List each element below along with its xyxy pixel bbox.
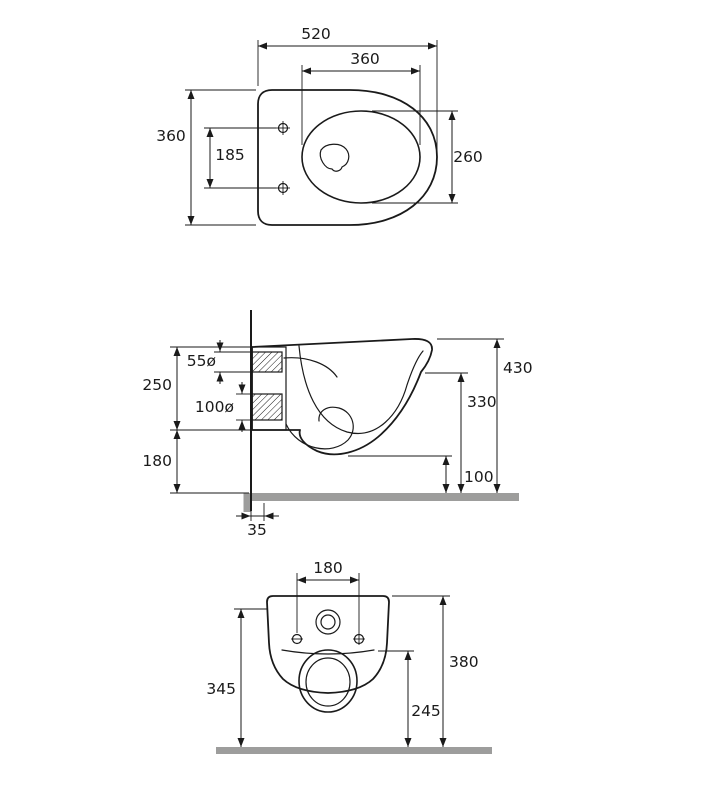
dimension-overall-length: 520 [257,25,438,152]
top-view: 520 360 360 185 260 [156,25,483,226]
bowl-basin-section [298,345,424,435]
dimension-seat-cutout-width: 260 [372,110,483,204]
bowl-front-inner [305,657,351,707]
flush-inlet-inner [320,614,336,630]
dimension-outlet-height: 180 [142,430,249,494]
dim-label-520: 520 [301,25,331,43]
fixing-hole-top-1 [276,121,290,135]
dimension-clearance-height: 100 [348,455,494,493]
dim-label-180-side: 180 [142,452,172,470]
dimension-body-height: 345 [206,608,267,747]
dim-label-185: 185 [215,146,245,164]
floor-front [216,747,492,754]
dimension-fixing-holes-spacing-top: 185 [204,127,276,189]
dim-label-35: 35 [247,521,267,539]
fixing-hole-front-2 [353,633,365,645]
dimension-wall-offset: 35 [236,503,279,539]
toilet-side-profile [251,338,433,456]
dim-label-345: 345 [206,680,236,698]
side-view: 55ø 250 100ø 180 430 330 [142,310,533,539]
dimension-overall-width: 360 [156,89,256,226]
dim-label-250: 250 [142,376,172,394]
dimension-seat-cutout-length: 360 [301,50,421,145]
front-view: 180 380 345 245 [206,559,492,754]
dim-label-360-top: 360 [350,50,380,68]
dim-label-260: 260 [453,148,483,166]
dimension-inlet-height: 250 [142,346,250,431]
dim-label-55: 55ø [187,352,216,370]
dimension-inlet-diameter: 55ø [187,340,251,384]
waste-outlet-pipe [251,393,283,421]
dim-label-330: 330 [467,393,497,411]
bowl-front-outer [298,649,358,713]
dimension-overall-height-side: 430 [437,338,533,493]
body-seam-line [281,649,375,655]
dim-label-380: 380 [449,653,479,671]
wall-below-floor [243,493,252,512]
dimension-fixing-holes-spacing-front: 180 [296,559,360,633]
dim-label-100: 100 [464,468,494,486]
dim-label-180-front: 180 [313,559,343,577]
dim-label-360-left: 360 [156,127,186,145]
dim-label-245: 245 [411,702,441,720]
trap-section [285,406,354,450]
dim-label-430: 430 [503,359,533,377]
mounting-block [251,346,287,431]
water-inlet-pipe [251,351,283,373]
floor-side [251,493,519,501]
flush-channel [283,357,338,378]
dimension-rim-height: 330 [425,372,497,493]
dimension-outlet-diameter: 100ø [195,382,251,432]
water-surface [319,143,350,172]
fixing-hole-top-2 [276,181,290,195]
dim-label-100d: 100ø [195,398,234,416]
flush-inlet-outer [315,609,341,635]
fixing-hole-front-1 [291,633,303,645]
toilet-front-outline [266,595,390,694]
seat-opening [301,110,421,204]
dimension-bowl-height: 245 [378,650,441,747]
dimension-overall-height-front: 380 [392,595,479,747]
